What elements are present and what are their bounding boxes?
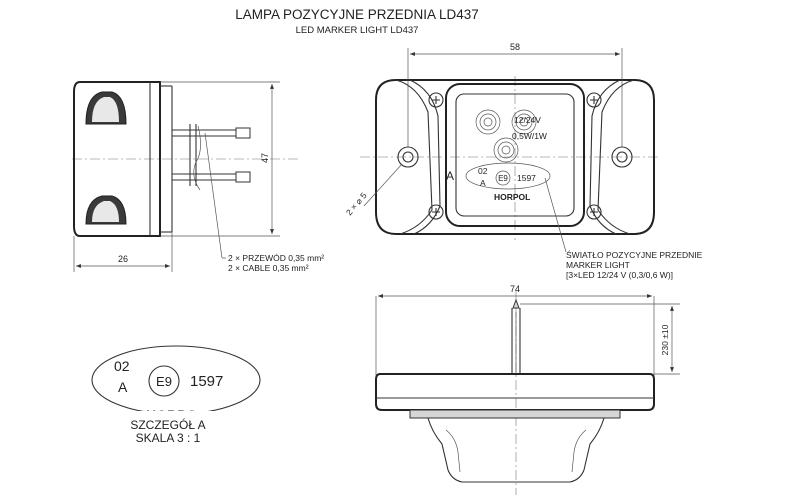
- function-note-line1: ŚWIATŁO POZYCYJNE PRZEDNIE: [566, 249, 703, 260]
- lens-approval-letter: A: [480, 178, 486, 188]
- bottom-flange: [409, 409, 621, 419]
- dim-height: 47: [260, 153, 270, 163]
- cable-note-line2: 2 × CABLE 0,35 mm²: [228, 263, 309, 273]
- detail-a: 02 A E9 1597 HORPO SZCZEGÓŁ A SKALA 3 : …: [91, 345, 261, 445]
- side-view: 47 26 2 × PRZEWÓD 0,35 mm² 2 × CABLE 0,3…: [72, 81, 324, 273]
- screw-bottom-left: [428, 204, 444, 220]
- dim-depth: 26: [118, 254, 128, 264]
- detail-scale: SKALA 3 : 1: [136, 431, 201, 445]
- detail-number: 1597: [190, 373, 223, 390]
- front-outer-body: [375, 79, 655, 235]
- dim-holes: 2 × ⌀ 5: [344, 190, 369, 217]
- detail-letter: A: [118, 379, 128, 395]
- dim-cable-length: 230 ±10: [660, 324, 670, 355]
- screw-bottom-right: [586, 204, 602, 220]
- lens-voltage: 12/24V: [514, 115, 541, 125]
- lens-e-mark-circle: [495, 170, 511, 186]
- screw-top-right: [586, 92, 602, 108]
- drawing-title: LAMPA POZYCYJNE PRZEDNIA LD437: [235, 7, 479, 22]
- lens-number: 1597: [517, 173, 536, 183]
- function-note-line2: MARKER LIGHT: [566, 260, 630, 270]
- bottom-body: [375, 373, 655, 411]
- cable-leader: [204, 132, 223, 259]
- drawing-subtitle: LED MARKER LIGHT LD437: [296, 25, 419, 36]
- detail-caption: SZCZEGÓŁ A: [130, 417, 205, 432]
- detail-e-mark: E9: [156, 374, 172, 389]
- side-body: [73, 81, 161, 237]
- screw-top-left: [428, 92, 444, 108]
- lens-approval-code: 02: [478, 166, 488, 176]
- detail-code: 02: [114, 358, 130, 374]
- dim-front-width: 58: [510, 42, 520, 52]
- led-2: [511, 109, 537, 135]
- front-left-flange: [395, 79, 433, 235]
- side-cables: [172, 124, 251, 191]
- led-1: [475, 109, 501, 135]
- dim-bottom-width: 74: [510, 284, 520, 294]
- front-right-flange: [597, 79, 635, 235]
- cable-note-line1: 2 × PRZEWÓD 0,35 mm²: [228, 253, 324, 263]
- bottom-cable: [511, 298, 521, 374]
- front-view: 12/24V 0,5W/1W 02 A E9 1597 HORPOL A 58 …: [344, 42, 703, 280]
- holes-leader: [363, 163, 403, 207]
- function-leader: [544, 177, 567, 253]
- bottom-view: 74 230 ±10: [375, 284, 680, 495]
- lens-e-mark: E9: [498, 174, 508, 183]
- lens-brand: HORPOL: [494, 192, 530, 202]
- led-3: [493, 137, 519, 163]
- detail-e-mark-circle: [148, 365, 180, 397]
- lens-power: 0,5W/1W: [512, 131, 547, 141]
- front-lens-frame: [445, 83, 585, 227]
- lens-approval-oval: [465, 162, 551, 190]
- front-lens: [455, 93, 575, 217]
- function-note-line3: [3×LED 12/24 V (0,3/0,6 W)]: [566, 270, 673, 280]
- detail-a-marker: A: [446, 169, 454, 183]
